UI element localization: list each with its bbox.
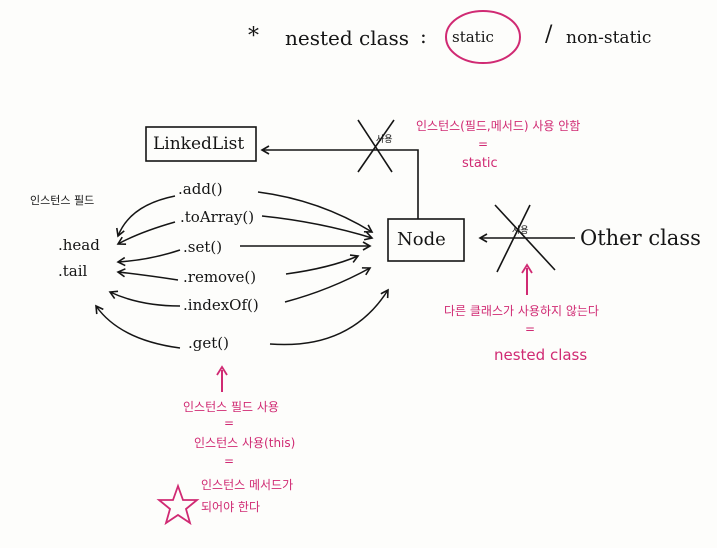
field-tail: .tail [58, 262, 88, 280]
linkedlist-box [145, 126, 257, 162]
arrow-add-node [257, 191, 374, 233]
note-bottom-eq1: = [224, 416, 235, 430]
note-bottom-eq2: = [224, 454, 235, 468]
note-right-line1: 다른 클래스가 사용하지 않는다 [444, 304, 599, 318]
linkedlist-label: LinkedList [153, 134, 245, 154]
node-box [387, 218, 465, 262]
method-remove: .remove() [183, 268, 257, 286]
pink-star-icon [156, 483, 200, 526]
arrow-indexof-node [284, 267, 372, 303]
note-top-line1: 인스턴스(필드,메서드) 사용 안함 [416, 119, 581, 133]
header-star: * [248, 24, 259, 49]
method-set: .set() [183, 238, 223, 256]
note-bottom-line1: 인스턴스 필드 사용 [183, 400, 279, 414]
header-title: nested class [285, 26, 410, 50]
cross-right [494, 204, 556, 273]
static-circle [445, 10, 521, 64]
arrow-indexof-field [108, 290, 181, 307]
header-static: static [452, 28, 494, 46]
arrow-remove-node [285, 254, 360, 275]
cross-top [357, 119, 395, 173]
node-to-linkedlist-arrow [260, 145, 419, 219]
arrow-toarray-node [261, 215, 374, 241]
note-bottom-line4: 되어야 한다 [201, 500, 261, 514]
field-head: .head [58, 236, 100, 254]
fields-label: 인스턴스 필드 [30, 194, 95, 207]
arrow-get-field [95, 304, 181, 349]
note-top-eq: = [478, 137, 489, 151]
note-bottom-line3: 인스턴스 메서드가 [201, 478, 294, 492]
note-right-eq: = [525, 322, 536, 336]
note-top-line2: static [462, 156, 498, 171]
arrow-remove-field [116, 268, 179, 281]
header-nonstatic: non-static [566, 28, 652, 48]
arrow-add-field [116, 195, 176, 238]
method-add: .add() [178, 180, 223, 198]
cross-top-mark: 사용 [376, 134, 393, 145]
arrow-set-field [116, 249, 181, 267]
cross-right-mark: 사용 [512, 225, 529, 236]
arrow-toarray-field [116, 221, 176, 245]
method-indexof: .indexOf() [183, 296, 259, 314]
other-class-label: Other class [580, 226, 701, 250]
note-bottom-line2: 인스턴스 사용(this) [194, 436, 296, 450]
method-toarray: .toArray() [180, 208, 255, 226]
method-get: .get() [188, 334, 229, 352]
note-right-line2: nested class [494, 346, 588, 364]
header-slash: / [545, 22, 553, 47]
node-label: Node [397, 229, 446, 250]
header-colon: : [420, 24, 427, 48]
arrow-get-node [269, 288, 389, 346]
